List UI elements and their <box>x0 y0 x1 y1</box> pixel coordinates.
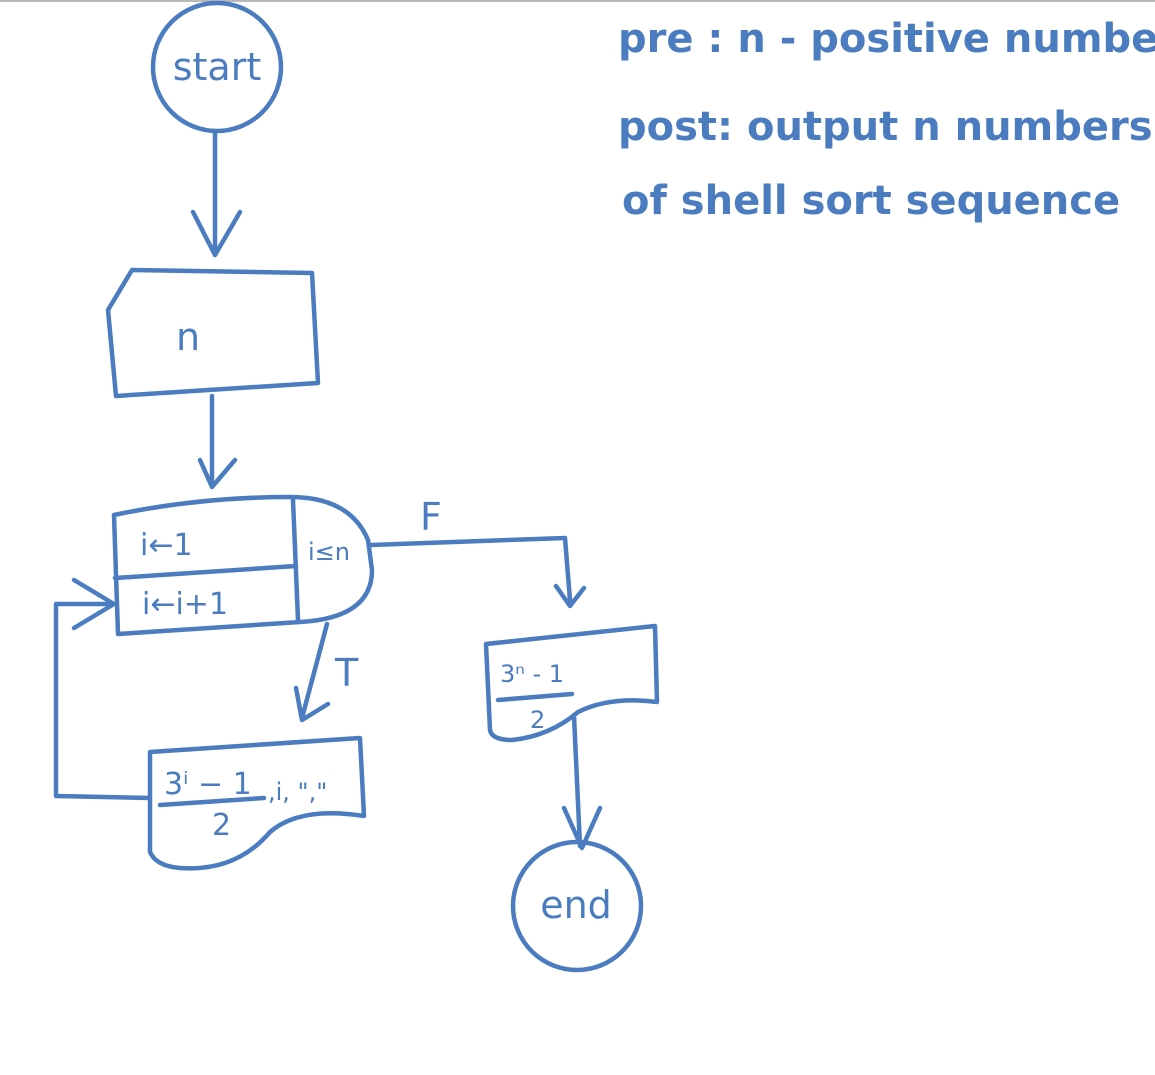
arrow-input-to-loop <box>197 393 238 490</box>
loop-output-node: 3ⁱ − 1 2 ,i, "," <box>147 735 367 871</box>
loop-output-denominator: 2 <box>212 808 231 843</box>
input-node: n <box>105 267 321 399</box>
input-label: n <box>176 315 200 359</box>
top-border <box>0 0 1155 2</box>
end-output-numerator: 3ⁿ - 1 <box>500 660 564 688</box>
start-node: start <box>150 0 284 134</box>
end-node: end <box>510 839 644 973</box>
loop-node: i←1 i←i+1 i≤n <box>111 494 375 637</box>
end-label: end <box>540 883 612 927</box>
end-output-denominator: 2 <box>530 706 545 734</box>
end-output-node: 3ⁿ - 1 2 <box>483 623 660 743</box>
loop-output-suffix: ,i, "," <box>268 778 327 806</box>
start-label: start <box>173 45 262 89</box>
true-label: T <box>334 651 359 695</box>
arrow-false-branch: F <box>367 495 587 609</box>
note-post-line1: post: output n numbers <box>618 104 1153 150</box>
loop-output-numerator: 3ⁱ − 1 <box>164 767 252 802</box>
false-label: F <box>420 495 442 539</box>
note-pre: pre : n - positive number <box>618 16 1155 62</box>
arrow-to-end <box>561 713 603 851</box>
loop-update-label: i←i+1 <box>142 587 228 622</box>
note-post-line2: of shell sort sequence <box>622 178 1120 224</box>
arrow-loop-back <box>53 577 153 801</box>
arrow-start-to-input <box>190 129 243 258</box>
loop-init-label: i←1 <box>140 528 193 563</box>
loop-condition-label: i≤n <box>308 538 350 566</box>
arrow-true-branch: T <box>293 621 359 723</box>
